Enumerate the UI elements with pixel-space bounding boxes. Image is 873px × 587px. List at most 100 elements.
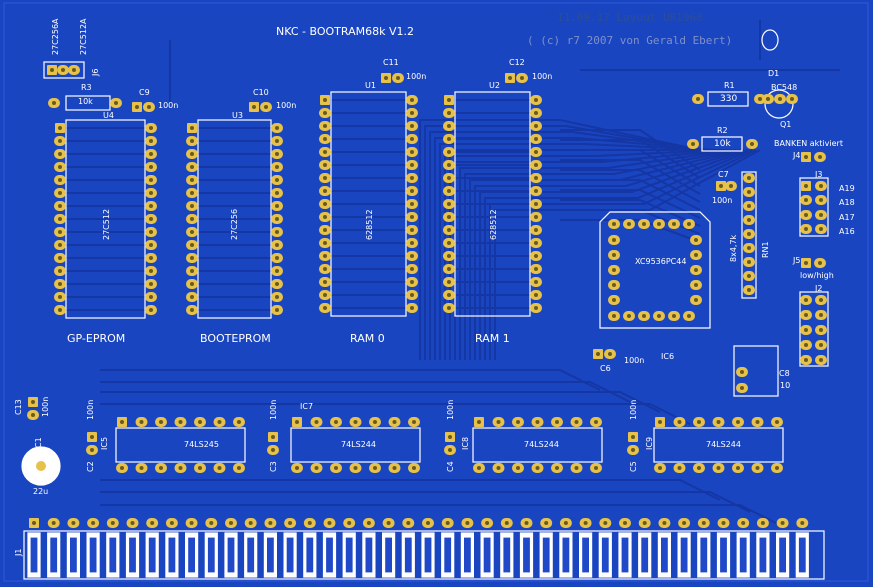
- drill-hole: [410, 124, 414, 128]
- drill-hole: [190, 217, 194, 221]
- label-c1-value: 22u: [33, 487, 49, 496]
- label-c9: C9: [139, 88, 150, 97]
- drill-hole: [804, 155, 808, 159]
- drill-hole: [91, 521, 96, 525]
- drill-hole: [178, 466, 183, 470]
- drill-hole: [534, 176, 538, 180]
- drill-hole: [190, 139, 194, 143]
- drill-hole: [410, 150, 414, 154]
- drill-hole: [534, 202, 538, 206]
- drill-hole: [534, 306, 538, 310]
- drill-hole: [755, 466, 760, 470]
- drill-hole: [804, 328, 808, 332]
- drill-hole: [612, 238, 616, 242]
- drill-hole: [323, 254, 327, 258]
- drill-hole: [780, 521, 785, 525]
- drill-hole: [149, 269, 153, 273]
- drill-hole: [612, 253, 616, 257]
- drill-hole: [323, 163, 327, 167]
- label-ic5: IC5: [100, 436, 109, 450]
- drill-hole: [58, 269, 62, 273]
- bus-trace: [560, 139, 701, 179]
- label-c10-value: 100n: [276, 101, 297, 110]
- bus-trace: [560, 179, 701, 211]
- drill-hole: [323, 241, 327, 245]
- bus-trace: [560, 199, 701, 227]
- drill-hole: [190, 269, 194, 273]
- label-c11: C11: [383, 58, 399, 67]
- edge-finger-gap: [600, 536, 610, 574]
- drill-hole: [696, 97, 700, 101]
- drill-hole: [275, 139, 279, 143]
- drill-hole: [594, 420, 598, 424]
- drill-hole: [465, 521, 470, 525]
- edge-finger-gap: [265, 536, 275, 574]
- label-ic9: IC9: [645, 436, 654, 450]
- bus-trace: [100, 403, 691, 425]
- edge-finger-gap: [443, 536, 453, 574]
- drill-hole: [447, 202, 451, 206]
- drill-hole: [139, 466, 144, 470]
- label-banken: BANKEN aktiviert: [774, 139, 843, 148]
- drill-hole: [534, 163, 538, 167]
- label-ic6-type: XC9536PC44: [635, 257, 687, 266]
- drill-hole: [819, 298, 823, 302]
- drill-hole: [623, 521, 627, 525]
- drill-hole: [58, 178, 62, 182]
- drill-hole: [347, 521, 352, 525]
- drill-hole: [608, 352, 612, 356]
- label-d1: D1: [768, 69, 780, 78]
- drill-hole: [747, 176, 751, 180]
- drill-hole: [758, 97, 762, 101]
- drill-hole: [719, 184, 723, 188]
- label-ic7: IC7: [300, 402, 314, 411]
- edge-finger-gap: [561, 536, 571, 574]
- bus-trace: [560, 169, 701, 203]
- drill-hole: [534, 241, 538, 245]
- drill-hole: [804, 313, 808, 317]
- edge-finger-gap: [738, 536, 748, 574]
- edge-finger-gap: [206, 536, 216, 574]
- drill-hole: [58, 295, 62, 299]
- drill-hole: [190, 165, 194, 169]
- drill-hole: [819, 227, 823, 231]
- drill-hole: [534, 137, 538, 141]
- drill-hole: [677, 466, 682, 470]
- drill-hole: [818, 155, 822, 159]
- drill-hole: [819, 184, 823, 188]
- label-j1: J1: [14, 548, 23, 556]
- drill-hole: [642, 222, 646, 226]
- drill-hole: [58, 139, 62, 143]
- drill-hole: [775, 466, 779, 470]
- edge-finger-gap: [580, 536, 591, 574]
- drill-hole: [410, 254, 414, 258]
- drill-hole: [760, 521, 765, 525]
- drill-hole: [534, 267, 538, 271]
- drill-hole: [323, 124, 327, 128]
- drill-hole: [426, 521, 430, 525]
- drill-hole: [190, 243, 194, 247]
- drill-hole: [410, 215, 414, 219]
- drill-hole: [58, 204, 62, 208]
- drill-hole: [323, 280, 327, 284]
- label-a16: A16: [839, 227, 855, 236]
- edge-finger-gap: [620, 536, 630, 574]
- edge-finger-gap: [462, 536, 472, 574]
- label-c2: C2: [86, 461, 95, 472]
- cap-c8-outline: [733, 345, 779, 397]
- drill-hole: [410, 280, 414, 284]
- drill-hole: [229, 521, 233, 525]
- drill-hole: [716, 420, 721, 424]
- drill-hole: [790, 97, 794, 101]
- drill-hole: [58, 308, 62, 312]
- drill-hole: [61, 68, 65, 72]
- edge-finger-gap: [758, 536, 768, 574]
- drill-hole: [190, 230, 194, 234]
- drill-hole: [275, 217, 279, 221]
- drill-hole: [496, 420, 501, 424]
- plcc-socket-outline: [599, 211, 711, 329]
- drill-hole: [410, 228, 414, 232]
- drill-hole: [58, 152, 62, 156]
- label-rn1-value: 8x4,7k: [729, 234, 738, 262]
- board-title: NKC - BOOTRAM68k V1.2: [276, 25, 414, 38]
